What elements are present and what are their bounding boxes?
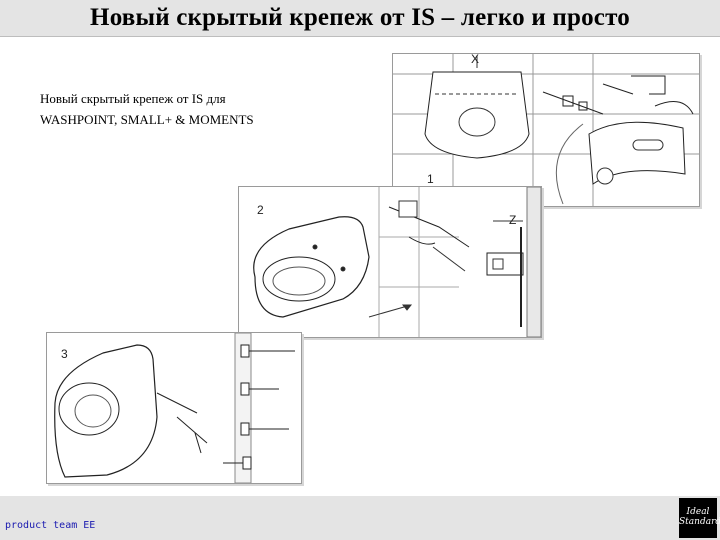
footer-team-label: product team EE	[5, 520, 96, 531]
subtitle-line-1: Новый скрытый крепеж от IS для	[40, 91, 226, 106]
slide-title: Новый скрытый крепеж от IS – легко и про…	[90, 4, 630, 31]
figure-2-panel: 2 Z	[238, 186, 542, 338]
ideal-standard-logo: Ideal Standard	[679, 498, 720, 538]
logo-line-1: Ideal	[686, 507, 710, 517]
figure-1-axis-label: X	[471, 52, 480, 66]
subtitle-block: Новый скрытый крепеж от IS для WASHPOINT…	[40, 88, 254, 130]
figure-2-step-number: 2	[257, 203, 264, 217]
figure-1-panel: X 1	[392, 52, 700, 207]
figure-2-axis-label: Z	[509, 213, 517, 227]
figure-3-panel: 3	[46, 332, 302, 484]
figure-1-drawing	[393, 54, 699, 206]
figure-2-drawing	[253, 187, 541, 337]
title-bar: Новый скрытый крепеж от IS – легко и про…	[0, 0, 720, 37]
figure-1-step-number: 1	[427, 172, 434, 186]
logo-line-2: Standard	[679, 517, 720, 527]
figure-3-drawing	[54, 333, 295, 483]
footer-bar: product team EE	[0, 496, 720, 540]
subtitle-line-2: WASHPOINT, SMALL+ & MOMENTS	[40, 112, 254, 127]
figure-3-step-number: 3	[61, 347, 68, 361]
